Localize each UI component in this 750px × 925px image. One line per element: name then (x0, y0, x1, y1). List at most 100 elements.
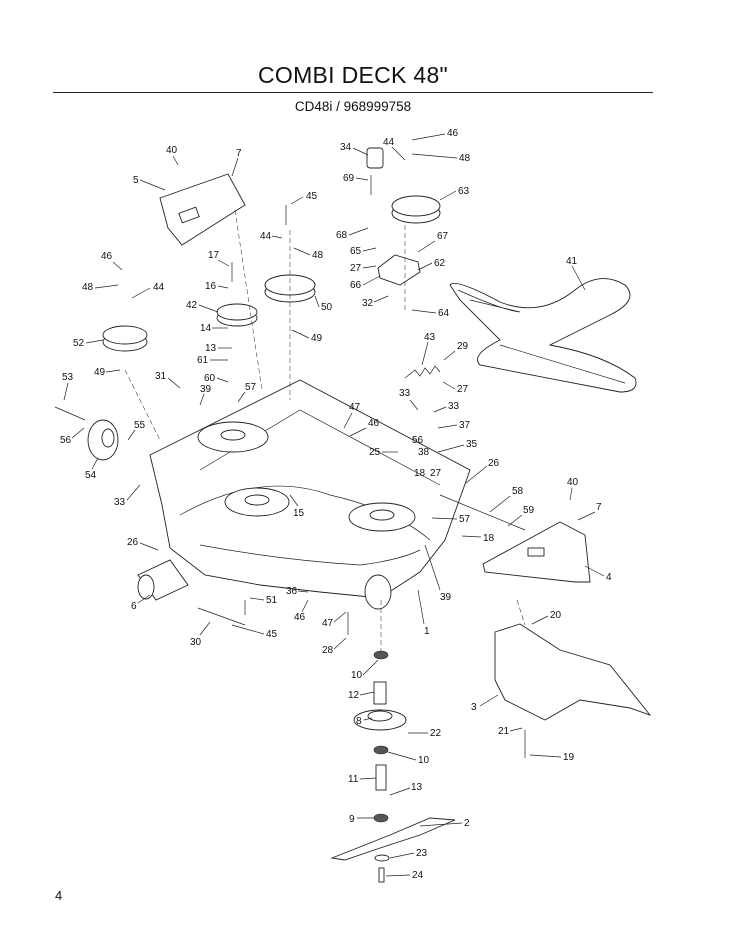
callout-24: 24 (412, 870, 424, 881)
callout-2: 2 (464, 818, 470, 829)
callout-65: 65 (350, 246, 362, 257)
title-divider (53, 92, 653, 93)
callout-57-upper: 57 (245, 382, 257, 393)
callout-56-right: 56 (412, 435, 424, 446)
callout-54: 54 (85, 470, 97, 481)
callout-27-lower: 27 (457, 384, 469, 395)
cutting-blade (330, 817, 456, 861)
callout-16: 16 (205, 281, 217, 292)
callout-35: 35 (466, 439, 478, 450)
callout-8: 8 (356, 716, 362, 727)
callout-64: 64 (438, 308, 450, 319)
callout-58: 58 (512, 486, 524, 497)
callout-48-left: 48 (82, 282, 94, 293)
page-title: COMBI DECK 48" (257, 62, 449, 88)
callout-1: 1 (424, 626, 430, 637)
callout-19: 19 (563, 752, 575, 763)
callout-59: 59 (523, 505, 535, 516)
callout-3: 3 (471, 702, 477, 713)
callout-46-bottom: 46 (294, 612, 306, 623)
callout-18-upper: 18 (414, 468, 426, 479)
callout-44-top: 44 (383, 137, 395, 148)
model-subtitle: CD48i / 968999758 (294, 99, 412, 114)
callout-13-left: 13 (205, 343, 217, 354)
callout-31: 31 (155, 371, 167, 382)
callout-61: 61 (197, 355, 209, 366)
callout-22: 22 (430, 728, 442, 739)
callout-48-mid: 48 (312, 250, 324, 261)
callout-17: 17 (208, 250, 220, 261)
callout-23: 23 (416, 848, 428, 859)
callout-20: 20 (550, 610, 562, 621)
callout-53: 53 (62, 372, 74, 383)
callout-30: 30 (190, 637, 202, 648)
callout-57-lower: 57 (459, 514, 471, 525)
page-number: 4 (55, 888, 63, 903)
callout-34: 34 (340, 142, 352, 153)
blade-carrier (494, 623, 652, 721)
callout-18-lower: 18 (483, 533, 495, 544)
drive-belt (449, 278, 637, 393)
callout-63: 63 (458, 186, 470, 197)
callout-26-left: 26 (127, 537, 139, 548)
callout-33-upper-left: 33 (399, 388, 411, 399)
callout-27-mid: 27 (430, 468, 442, 479)
callout-40-top: 40 (166, 145, 178, 156)
callout-13-bottom: 13 (411, 782, 423, 793)
callout-50: 50 (321, 302, 333, 313)
callout-44-left: 44 (153, 282, 165, 293)
callout-49-right: 49 (311, 333, 323, 344)
callout-41: 41 (566, 256, 578, 267)
callout-38: 38 (418, 447, 430, 458)
callout-10-bottom: 10 (418, 755, 430, 766)
callout-39-lower: 39 (440, 592, 452, 603)
callout-67: 67 (437, 231, 449, 242)
callout-60: 60 (204, 373, 216, 384)
callout-5: 5 (133, 175, 139, 186)
callout-21: 21 (498, 726, 510, 737)
callout-26-right: 26 (488, 458, 500, 469)
callout-9: 9 (349, 814, 355, 825)
callout-46-mid: 46 (368, 418, 380, 429)
callout-40-right: 40 (567, 477, 579, 488)
callout-33-upper-right: 33 (448, 401, 460, 412)
callout-11: 11 (348, 774, 359, 785)
callout-52: 52 (73, 338, 85, 349)
callout-7-right: 7 (596, 502, 602, 513)
callout-37: 37 (459, 420, 471, 431)
callout-28: 28 (322, 645, 334, 656)
callout-68: 68 (336, 230, 348, 241)
callout-45-top: 45 (306, 191, 318, 202)
callout-32: 32 (362, 298, 374, 309)
callout-42: 42 (186, 300, 198, 311)
callout-6: 6 (131, 601, 137, 612)
callout-47-lower: 47 (322, 618, 334, 629)
callout-47-upper: 47 (349, 402, 361, 413)
callout-51: 51 (266, 595, 278, 606)
callout-29: 29 (457, 341, 469, 352)
callout-labels: 1 2 3 4 5 6 7 7 8 9 10 10 11 12 13 13 14… (60, 128, 612, 881)
callout-36: 36 (286, 586, 298, 597)
callout-46-top: 46 (447, 128, 459, 139)
callout-46-left: 46 (101, 251, 113, 262)
callout-49-left: 49 (94, 367, 106, 378)
drawing (54, 147, 652, 883)
callout-43: 43 (424, 332, 436, 343)
callout-27-upper: 27 (350, 263, 362, 274)
callout-15: 15 (293, 508, 305, 519)
callout-62: 62 (434, 258, 446, 269)
callout-48-top: 48 (459, 153, 471, 164)
callout-55: 55 (134, 420, 146, 431)
callout-44-mid: 44 (260, 231, 272, 242)
callout-45-bottom: 45 (266, 629, 278, 640)
deck-cover-left (159, 173, 246, 246)
callout-66: 66 (350, 280, 362, 291)
callout-12: 12 (348, 690, 360, 701)
callout-39-upper: 39 (200, 384, 212, 395)
callout-56-left: 56 (60, 435, 72, 446)
callout-25: 25 (369, 447, 381, 458)
callout-10-top: 10 (351, 670, 363, 681)
callout-69: 69 (343, 173, 355, 184)
callout-4: 4 (606, 572, 612, 583)
